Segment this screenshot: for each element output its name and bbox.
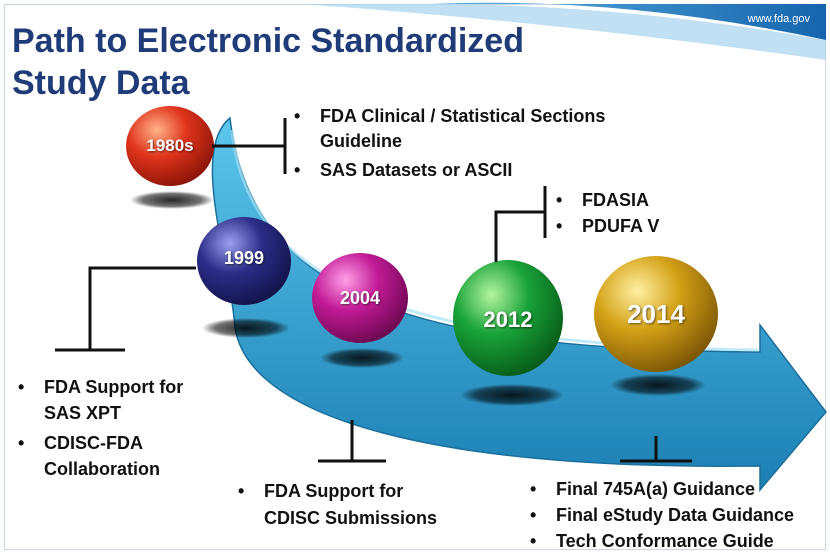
- shadow-1980s: [130, 191, 214, 209]
- bullet-item: PDUFA V: [552, 213, 712, 239]
- bullet-item: Final 745A(a) Guidance: [526, 476, 826, 502]
- bullets-2012: FDASIA PDUFA V: [552, 187, 712, 239]
- header-wave-light: [300, 4, 826, 60]
- connector-2012: [494, 186, 547, 262]
- bullet-item: FDA Clinical / Statistical Sections Guid…: [290, 104, 680, 154]
- year-label-2004: 2004: [339, 288, 381, 308]
- year-label-2012: 2012: [483, 307, 533, 332]
- sphere-2014: [594, 256, 718, 372]
- connector-2014: [620, 436, 692, 463]
- shadow-2012: [460, 384, 564, 406]
- bullet-item: SAS Datasets or ASCII: [290, 158, 680, 183]
- shadow-2004: [320, 348, 404, 368]
- shadow-1999: [202, 318, 290, 338]
- title-line-1: Path to Electronic Standardized: [12, 22, 524, 60]
- bullet-item: FDA Support for CDISC Submissions: [234, 478, 464, 532]
- bullet-item: Tech Conformance Guide: [526, 528, 826, 554]
- shadow-2014: [610, 374, 706, 396]
- connector-1980s: [212, 118, 287, 174]
- bullet-item: Final eStudy Data Guidance: [526, 502, 826, 528]
- sphere-1980s: [126, 106, 214, 186]
- site-url: www.fda.gov: [747, 13, 810, 25]
- connector-2004: [318, 420, 386, 463]
- sphere-2004: [312, 253, 408, 343]
- sphere-2012: [453, 260, 563, 376]
- bullet-item: FDA Support for SAS XPT: [14, 374, 224, 426]
- bullets-2014: Final 745A(a) Guidance Final eStudy Data…: [526, 476, 826, 554]
- connector-1999: [55, 266, 196, 352]
- sphere-1999: [197, 217, 291, 305]
- bullets-1980s: FDA Clinical / Statistical Sections Guid…: [290, 104, 680, 183]
- bullets-2004: FDA Support for CDISC Submissions: [234, 478, 464, 532]
- year-label-2014: 2014: [627, 299, 685, 329]
- header-wave: [430, 2, 826, 41]
- year-label-1999: 1999: [223, 248, 265, 268]
- year-label-1980s: 1980s: [146, 136, 194, 155]
- bullet-item: CDISC-FDA Collaboration: [14, 430, 224, 482]
- bullets-1999: FDA Support for SAS XPT CDISC-FDA Collab…: [14, 374, 224, 482]
- bullet-item: FDASIA: [552, 187, 712, 213]
- title-line-2: Study Data: [12, 64, 190, 102]
- page-title: Path to Electronic Standardized Study Da…: [12, 20, 524, 104]
